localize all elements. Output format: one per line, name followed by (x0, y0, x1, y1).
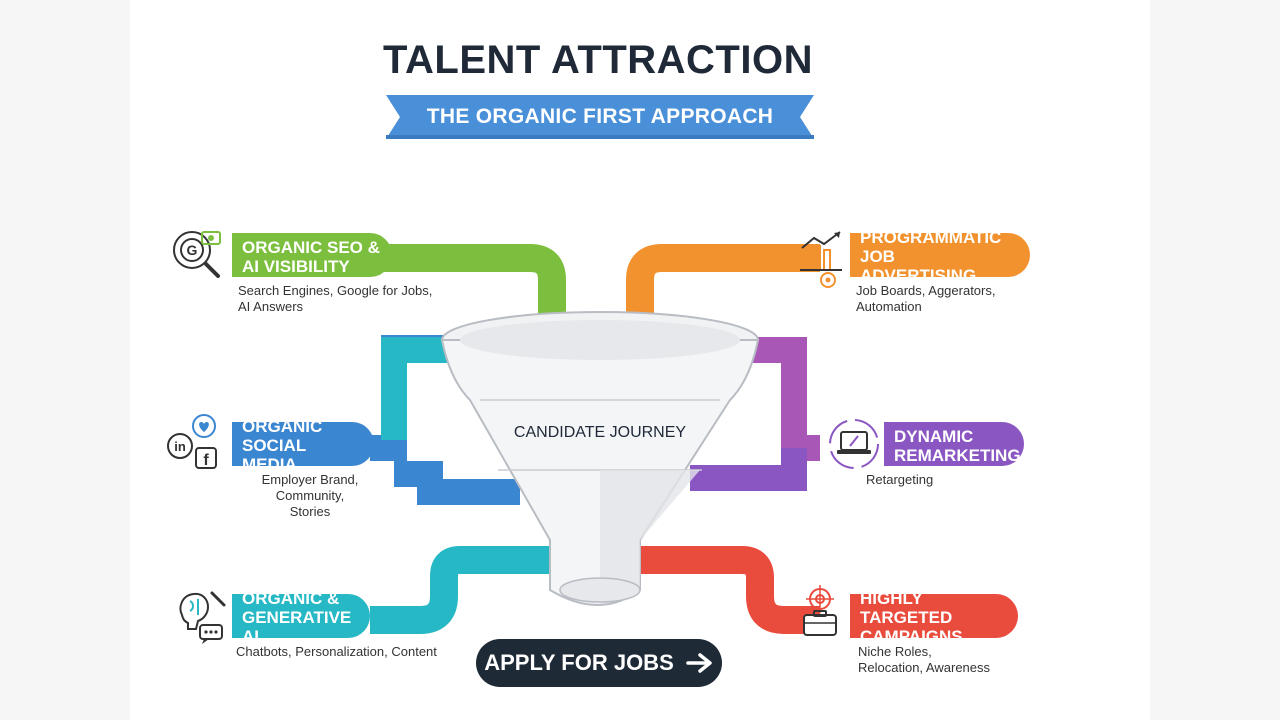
channel-targeted-line2: CAMPAIGNS (860, 627, 963, 646)
connector-genai (370, 546, 560, 634)
connector-targeted (640, 546, 820, 634)
ai-brain-icon (179, 591, 226, 644)
apply-for-jobs-label: APPLY FOR JOBS (484, 650, 674, 675)
channel-social-line2: SOCIAL MEDIA (242, 436, 306, 474)
funnel (440, 311, 760, 606)
apply-for-jobs-button[interactable]: APPLY FOR JOBS (476, 639, 722, 687)
arrow-right-icon (686, 653, 712, 673)
channel-genai-desc1: Chatbots, Personalization, Content (236, 644, 437, 659)
connector-remarketing-lower (690, 448, 807, 491)
channel-seo-desc2: AI Answers (238, 299, 304, 314)
svg-text:in: in (174, 439, 186, 454)
channel-targeted-desc2: Relocation, Awareness (858, 660, 991, 675)
channel-seo-desc: Search Engines, Google for Jobs, AI Answ… (238, 283, 438, 315)
funnel-label: CANDIDATE JOURNEY (513, 424, 687, 441)
channel-genai-line2: GENERATIVE AI (242, 608, 352, 646)
social-media-icon: in f (167, 414, 217, 469)
connector-seo (380, 244, 566, 386)
svg-text:G: G (187, 242, 198, 258)
channel-seo-line1: ORGANIC SEO & (242, 237, 380, 257)
channel-remarketing-line2: REMARKETING (894, 445, 1021, 465)
channel-remarketing-desc1: Retargeting (866, 472, 934, 487)
page-title: TALENT ATTRACTION (383, 38, 813, 82)
laptop-retarget-icon (829, 419, 879, 469)
channel-remarketing-line1: DYNAMIC (894, 426, 974, 446)
channel-programmatic-desc1: Job Boards, Aggerators, (856, 283, 996, 298)
subtitle-text: THE ORGANIC FIRST APPROACH (426, 105, 774, 128)
channel-targeted-line1: HIGHLY TARGETED (860, 589, 953, 627)
channel-targeted-desc: Niche Roles, Relocation, Awareness (858, 644, 1018, 676)
channel-remarketing-desc: Retargeting (866, 472, 1006, 488)
channel-genai-line1: ORGANIC & (242, 589, 340, 608)
channel-seo: ORGANIC SEO &AI VISIBILITY (232, 233, 392, 277)
growth-chart-icon (800, 231, 842, 288)
channel-programmatic-desc2: Automation (856, 299, 922, 314)
channel-programmatic-desc: Job Boards, Aggerators, Automation (856, 283, 1036, 315)
channel-genai: ORGANIC &GENERATIVE AI (232, 589, 370, 646)
channel-genai-desc: Chatbots, Personalization, Content (236, 644, 456, 660)
channel-programmatic-line1: PROGRAMMATIC JOB (860, 228, 1002, 266)
channel-social-desc1: Employer Brand, Community, (261, 472, 359, 503)
channel-social-desc: Employer Brand, Community, Stories (230, 472, 390, 520)
channel-programmatic-line2: ADVERTISING (860, 266, 977, 285)
svg-text:f: f (203, 452, 209, 469)
channel-social-line1: ORGANIC (242, 417, 323, 436)
google-search-icon: G (173, 231, 221, 278)
channel-seo-desc1: Search Engines, Google for Jobs, (238, 283, 433, 298)
channel-seo-line2: AI VISIBILITY (242, 256, 350, 276)
target-briefcase-icon (803, 585, 837, 636)
connector-programmatic (626, 244, 820, 386)
subtitle-banner: THE ORGANIC FIRST APPROACH (386, 95, 814, 139)
channel-social-desc2: Stories (289, 504, 331, 519)
channel-targeted-desc1: Niche Roles, (858, 644, 932, 659)
